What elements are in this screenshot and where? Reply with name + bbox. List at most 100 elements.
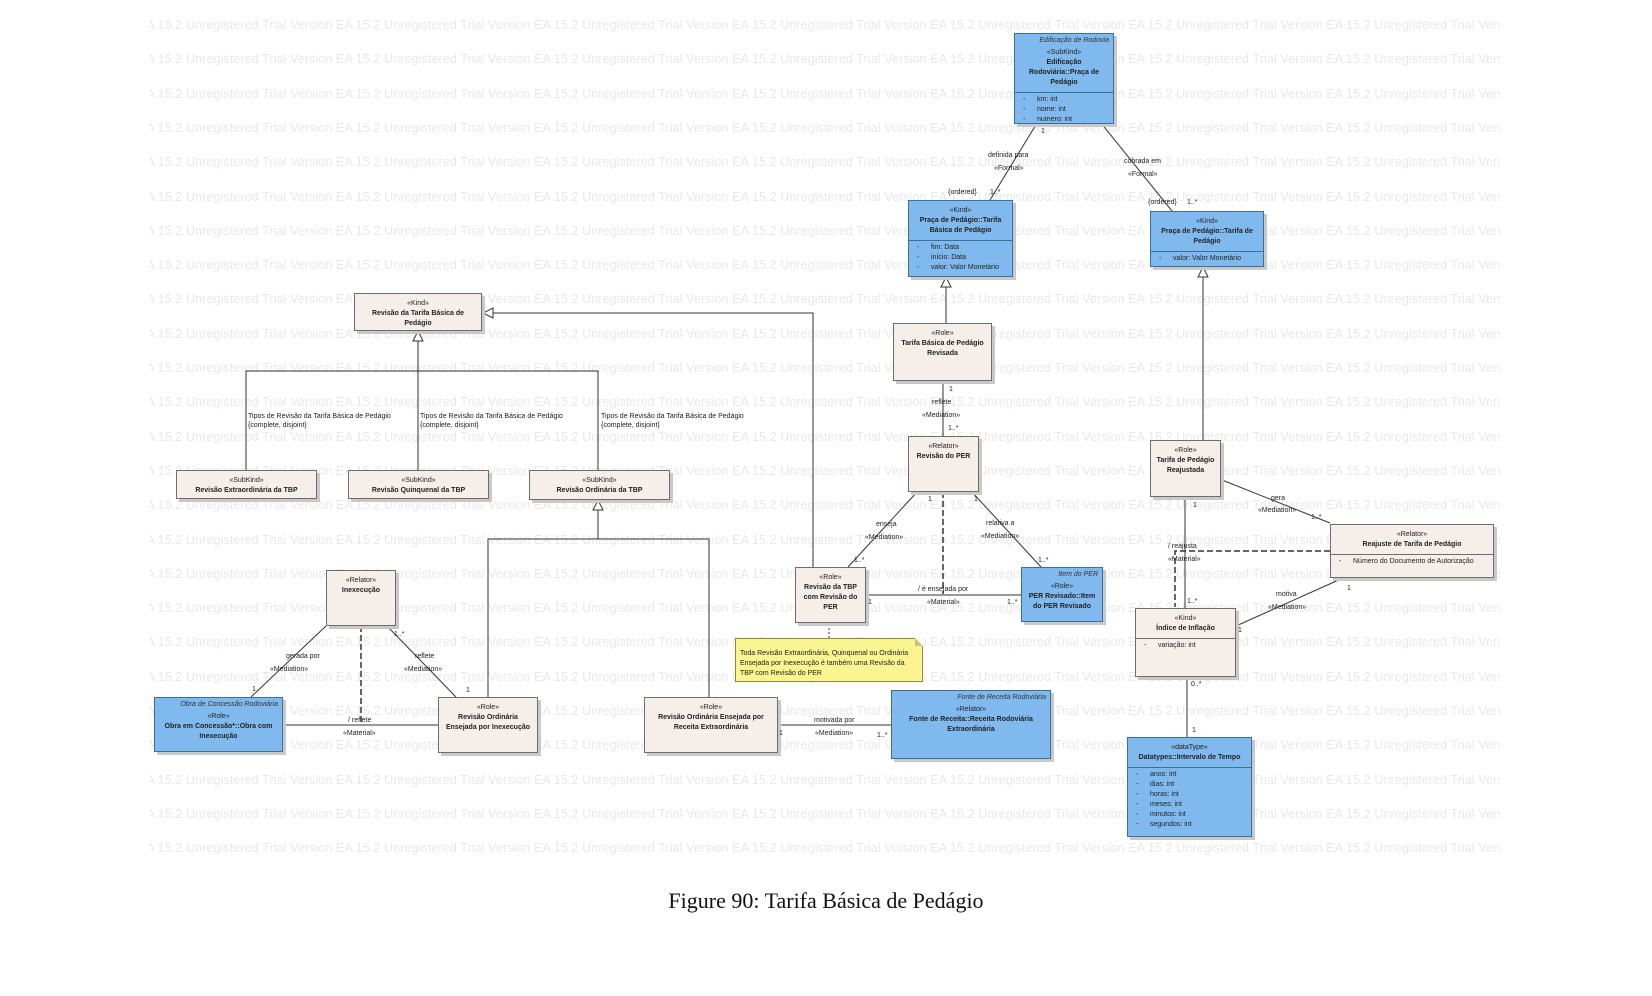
stereotype: «Relator» [1396,531,1428,538]
class-tarifa-reajustada[interactable]: «Role» Tarifa de Pedágio Reajustada [1150,440,1221,497]
class-per-revisado[interactable]: Item do PER «Role» PER Revisado::Item do… [1021,567,1103,622]
class-revisao-tarifa[interactable]: «Kind» Revisão da Tarifa Básica de Pedág… [354,293,482,331]
attribute: dias: int [1136,780,1245,790]
namespace-label: Item do PER [1058,571,1098,578]
stereotype: «SubKind» [401,477,436,484]
mult-many: 1..* [1007,599,1018,606]
class-extraordinaria[interactable]: «SubKind» Revisão Extraordinária da TBP [176,470,317,499]
class-quinquenal[interactable]: «SubKind» Revisão Quinquenal da TBP [348,470,489,499]
class-name: Revisão Ordinária Ensejada por Receita E… [658,714,764,731]
attributes: anos: int dias: int horas: int meses: in… [1128,768,1251,830]
attribute: valor: Valor Monetário [1159,254,1257,264]
label-ordered: {ordered} [1148,199,1177,206]
label-mediation: «Mediation» [981,533,1020,540]
mult-one: 1 [928,496,932,503]
class-tarifa-basica[interactable]: «Kind» Praça de Pedágio::Tarifa Básica d… [908,200,1013,277]
class-name: PER Revisado::Item do PER Revisado [1028,593,1096,610]
class-name: Tarifa Básica de Pedágio Revisada [901,340,984,357]
class-name: Reajuste de Tarifa de Pedágio [1362,541,1462,548]
mult-one: 1 [466,687,470,694]
class-intervalo-tempo[interactable]: «dataType» Datatypes::Intervalo de Tempo… [1127,737,1252,837]
attribute: meses: int [1136,800,1245,810]
note-fold [915,638,923,646]
class-ord-receita[interactable]: «Role» Revisão Ordinária Ensejada por Re… [644,697,778,753]
namespace-label: Obra de Concessão Rodoviária [180,701,278,708]
watermark-row: EA 15.2 Unregistered Trial Version EA 15… [150,86,1500,101]
class-revisao-tbp-per[interactable]: «Role» Revisão da TBP com Revisão do PER [795,567,866,623]
assoc-gera [1221,479,1331,524]
mult-one: 1 [1347,585,1351,592]
class-inexecucao[interactable]: «Relator» Inexecução [326,570,396,626]
label-reflete-derived: / reflete [348,717,372,724]
stereotype: «Role» [699,704,723,711]
class-edificacao-praca[interactable]: Edificação de Rodovia «SubKind» Edificaç… [1014,33,1114,124]
class-obra-inexecucao[interactable]: Obra de Concessão Rodoviária «Role» Obra… [154,697,283,752]
label-gera: gera [1271,495,1286,502]
assoc-relativa-a [971,491,1042,568]
attribute: nome: int [1023,105,1107,115]
class-name: Revisão do PER [916,453,971,460]
attributes: variação: int [1136,639,1235,651]
label-gs-2: Tipos de Revisão da Tarifa Básica de Ped… [420,413,563,429]
class-name: Praça de Pedágio::Tarifa Básica de Pedág… [919,217,1002,234]
assoc-motiva [1235,577,1344,627]
stereotype: «dataType» [1171,744,1208,751]
stereotype: «Role» [476,704,500,711]
label-reflete: reflete [932,399,952,406]
label-e-ensejada-por: / é ensejada por [918,586,969,593]
class-revisao-per[interactable]: «Relator» Revisão do PER [908,436,979,492]
attribute-separator [1331,554,1493,555]
label-mediation: «Mediation» [1258,507,1297,514]
label-material: «Material» [927,599,960,606]
mult-zero-many: 0..* [1191,681,1202,688]
stereotype: «Role» [1174,447,1197,454]
class-name: Fonte de Receita::Receita Rodoviária Ext… [909,716,1033,733]
note: Toda Revisão Extraordinária, Quinquenal … [735,638,923,682]
watermark-row: EA 15.2 Unregistered Trial Version EA 15… [150,18,1500,32]
attributes: km: int nome: int numero: int [1015,93,1113,123]
attribute: variação: int [1144,641,1229,651]
attribute: início: Data [917,253,1006,263]
class-name: Revisão Extraordinária da TBP [195,487,298,494]
label-mediation: «Mediation» [1268,604,1307,611]
mult-many: 1..* [1038,557,1049,564]
gen-ordinaria [418,370,599,470]
class-tarifa-revisada[interactable]: «Role» Tarifa Básica de Pedágio Revisada [893,323,992,381]
gen-ord-inexecucao [487,538,598,697]
figure-caption: Figure 90: Tarifa Básica de Pedágio [668,888,984,913]
stereotype: «Role» [207,713,230,720]
class-reajuste[interactable]: «Relator» Reajuste de Tarifa de Pedágio … [1330,524,1494,578]
class-ordinaria[interactable]: «SubKind» Revisão Ordinária da TBP [529,470,670,500]
label-formal: «Formal» [1128,171,1158,178]
label-formal: «Formal» [994,165,1024,172]
watermark-row: EA 15.2 Unregistered Trial Version EA 15… [150,841,1500,856]
label-reajusta: / reajusta [1168,543,1197,550]
label-gerada-por: gerada por [286,653,320,660]
label-gs-3: Tipos de Revisão da Tarifa Básica de Ped… [601,413,744,429]
mult-many: 1..* [394,631,405,638]
label-motivada-por: motivada por [814,717,855,724]
mult-one: 1 [949,386,953,393]
mult-one: 1 [1041,128,1045,135]
stereotype: «Relator» [955,706,987,713]
watermark-row: EA 15.2 Unregistered Trial Version EA 15… [150,395,1500,410]
class-name: Índice de Inflação [1156,625,1215,632]
attribute: valor: Valor Monetário [917,263,1006,273]
namespace-label: Fonte de Receita Rodoviária [957,694,1046,701]
class-ord-inexecucao[interactable]: «Role» Revisão Ordinária Ensejada por In… [438,697,538,753]
class-tarifa-pedagio[interactable]: «Kind» Praça de Pedágio::Tarifa de Pedág… [1150,211,1264,267]
attribute: segundos: int [1136,820,1245,830]
watermark-row: EA 15.2 Unregistered Trial Version EA 15… [150,52,1500,67]
stereotype: «Role» [931,330,954,337]
assoc-cobrada-em [1100,122,1173,212]
class-name: Inexecução [341,587,381,594]
assoc-enseja [847,491,918,568]
class-name: Revisão da Tarifa Básica de Pedágio [371,310,465,327]
assoc-reflete-inex [386,625,457,698]
assoc-gerada-por [250,625,327,698]
stereotype: «Relator» [928,443,959,450]
mult-many: 1..* [990,189,1001,196]
class-fonte-receita[interactable]: Fonte de Receita Rodoviária «Relator» Fo… [891,690,1051,759]
stereotype: «SubKind» [229,477,264,484]
class-indice-inflacao[interactable]: «Kind» Índice de Inflação variação: int [1135,608,1236,677]
